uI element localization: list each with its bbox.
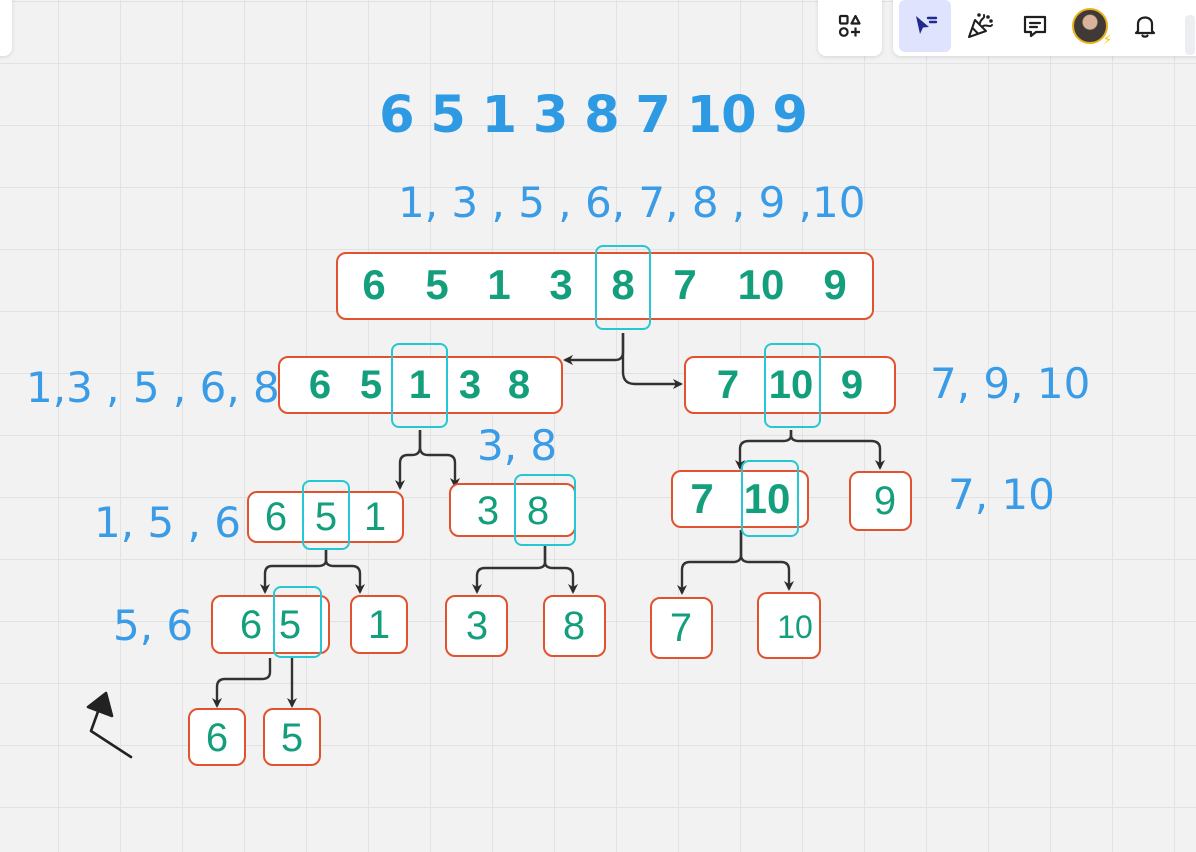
shapes-button[interactable] — [824, 0, 876, 52]
array-element: 7 — [673, 261, 697, 308]
array-box-l4-b[interactable] — [263, 708, 321, 766]
array-box-l3-c[interactable] — [445, 595, 508, 657]
cursor-icon — [916, 16, 938, 34]
connector-l2b-b — [543, 545, 579, 595]
shapes-toolbar — [818, 0, 882, 56]
array-element: 3 — [458, 363, 482, 407]
connector-l2b-a — [471, 545, 547, 595]
array-box-l3-f[interactable] — [757, 592, 821, 659]
user-avatar-button[interactable]: ⚡ — [1064, 0, 1116, 52]
array-element: 1 — [363, 495, 387, 539]
pivot-element: 10 — [768, 363, 814, 407]
shapes-plus-icon — [838, 14, 861, 37]
sorted-result-label: 1, 3 , 5 , 6, 7, 8 , 9 ,10 — [398, 178, 866, 227]
connector-l2c-b — [739, 530, 795, 592]
pivot-element: 8 — [526, 489, 550, 533]
level1-left-result-label: 1,3 , 5 , 6, 8 — [26, 363, 280, 412]
array-element: 6 — [264, 495, 288, 539]
left-toolbar-edge — [0, 0, 12, 56]
pivot-element: 8 — [611, 261, 635, 308]
pivot-element: 10 — [743, 475, 791, 522]
array-element: 6 — [239, 603, 263, 647]
array-element: 6 — [362, 261, 386, 308]
array-element: 8 — [507, 363, 531, 407]
more-tools-edge[interactable] — [1185, 15, 1195, 55]
array-box-l3-e[interactable] — [650, 597, 713, 659]
pivot-highlight-l2-c — [741, 460, 799, 537]
array-box-l1-left[interactable] — [278, 356, 563, 414]
pivot-highlight-root — [595, 245, 651, 330]
connector-l1right-b — [789, 430, 886, 471]
level1-right-result-label: 7, 9, 10 — [930, 359, 1091, 408]
level2-right-result-label: 7, 10 — [948, 470, 1055, 519]
level3-left-result-label: 5, 6 — [113, 601, 194, 650]
connector-l2c-a — [676, 530, 743, 596]
pivot-element: 5 — [278, 603, 302, 647]
array-element: 5 — [280, 716, 304, 760]
array-box-l2-c[interactable] — [671, 470, 809, 528]
connector-l1left-b — [418, 430, 461, 489]
array-box-l3-a[interactable] — [211, 595, 330, 654]
freehand-arrow-sketch — [86, 691, 133, 759]
comment-icon — [1023, 15, 1047, 38]
array-element: 3 — [549, 261, 573, 308]
array-element: 7 — [690, 475, 714, 522]
array-element: 6 — [308, 363, 332, 407]
array-element: 5 — [359, 363, 383, 407]
array-element: 7 — [669, 606, 693, 650]
array-element: 10 — [737, 261, 785, 308]
array-element: 10 — [777, 609, 813, 645]
connector-l2a-b — [324, 550, 366, 595]
array-box-l3-b[interactable] — [350, 595, 408, 654]
level2-mid-result-label: 3, 8 — [477, 421, 558, 470]
level2-left-result-label: 1, 5 , 6 — [94, 498, 241, 547]
connector-root-left — [562, 333, 625, 366]
array-box-l4-a[interactable] — [188, 708, 246, 766]
pivot-highlight-l1-right — [764, 343, 821, 428]
array-element: 8 — [562, 604, 586, 648]
pivot-highlight-l1-left — [391, 343, 448, 428]
party-popper-icon — [968, 13, 993, 38]
array-element: 1 — [367, 603, 391, 647]
avatar: ⚡ — [1072, 8, 1112, 48]
array-element: 9 — [823, 261, 847, 308]
array-element: 9 — [873, 479, 897, 523]
lightning-icon: ⚡ — [1102, 33, 1112, 48]
array-element: 5 — [425, 261, 449, 308]
connector-root-right — [621, 333, 684, 390]
bell-icon — [1134, 16, 1156, 38]
celebrate-button[interactable] — [954, 0, 1006, 52]
array-element: 9 — [840, 363, 864, 407]
connector-l1left-a — [394, 430, 422, 491]
comment-button[interactable] — [1009, 0, 1061, 52]
board-title: 6 5 1 3 8 7 10 9 — [379, 86, 808, 145]
array-box-l1-right[interactable] — [684, 356, 896, 414]
pivot-highlight-l2-a — [302, 480, 350, 550]
array-box-l2-a[interactable] — [247, 491, 404, 543]
array-element: 3 — [476, 489, 500, 533]
array-element: 3 — [465, 604, 489, 648]
pivot-element: 1 — [408, 363, 432, 407]
array-box-l2-b[interactable] — [449, 483, 576, 537]
array-element: 7 — [716, 363, 740, 407]
array-box-l2-d[interactable] — [849, 471, 912, 531]
connector-l3a-a — [211, 658, 272, 709]
array-box-l3-d[interactable] — [543, 595, 606, 657]
notifications-button[interactable] — [1119, 0, 1171, 52]
pivot-highlight-l3-a — [273, 586, 322, 658]
array-element: 6 — [205, 716, 229, 760]
array-box-root[interactable] — [336, 252, 874, 320]
select-tool-button[interactable] — [899, 0, 951, 52]
pivot-element: 5 — [314, 495, 338, 539]
array-element: 1 — [487, 261, 511, 308]
collaboration-toolbar: ⚡ — [893, 0, 1196, 56]
pivot-highlight-l2-b — [514, 474, 576, 546]
